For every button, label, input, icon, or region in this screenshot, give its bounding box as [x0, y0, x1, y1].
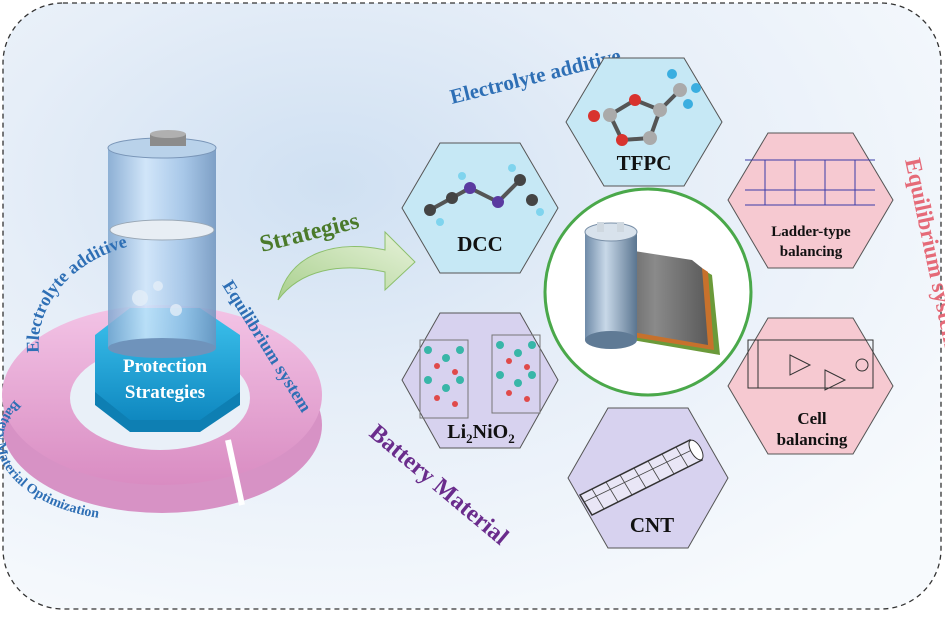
strategies-arrow [277, 230, 416, 301]
hex-tfpc-label: TFPC [617, 151, 672, 175]
hex-ladder-label-line1: Ladder-type [771, 224, 851, 240]
hex-cell: Cell balancing [727, 317, 894, 455]
hex-tfpc: TFPC [565, 57, 723, 187]
hex-cnt-label: CNT [630, 513, 674, 537]
hex-cell-label-line1: Cell [797, 409, 827, 428]
tfpc-molecule-icon [588, 69, 701, 146]
li-mid: NiO [473, 421, 509, 443]
cell-circuit-icon [747, 339, 874, 391]
center-label-line2: Strategies [125, 382, 205, 403]
hex-li2nio2: Li2NiO2 [401, 312, 559, 449]
li-sub1: 2 [466, 431, 473, 446]
li-prefix: Li [447, 421, 466, 443]
nanotube-icon [578, 439, 704, 516]
hex-dcc: DCC [401, 142, 559, 274]
supercapacitor-circle [543, 187, 753, 397]
hex-li2nio2-label: Li2NiO2 [447, 421, 514, 446]
dcc-molecule-icon [424, 164, 544, 226]
hex-ladder-label-line2: balancing [780, 244, 843, 260]
hex-cnt: CNT [567, 407, 729, 549]
ladder-circuit-icon [745, 159, 875, 206]
battery-jar [107, 130, 217, 358]
center-label-line1: Protection [123, 356, 207, 377]
li-sub2: 2 [508, 431, 515, 446]
hex-cell-label-line2: balancing [777, 430, 848, 449]
hex-ladder: Ladder-type balancing [727, 132, 894, 269]
hex-dcc-label: DCC [457, 232, 503, 256]
crystal-structure-icon [419, 334, 541, 419]
